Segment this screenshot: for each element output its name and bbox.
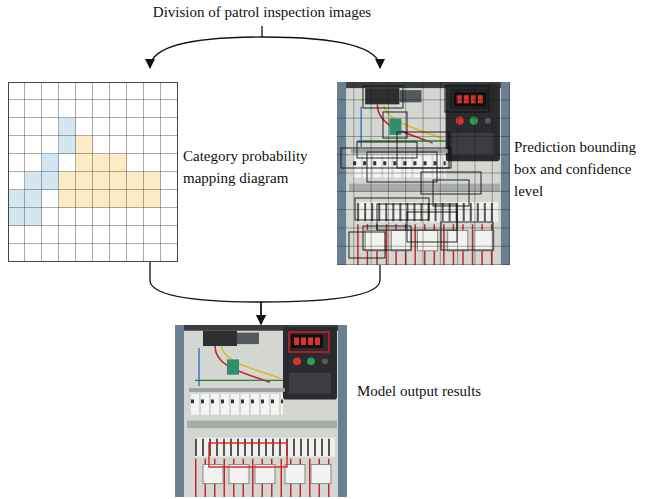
heading-label: Division of patrol inspection images xyxy=(112,3,412,23)
prediction-photo xyxy=(337,82,510,265)
detection-boxes xyxy=(209,332,329,467)
panel-caption: Category probability mapping diagram xyxy=(183,146,337,190)
panel-caption: Model output results xyxy=(357,381,507,403)
merge-connector xyxy=(150,262,261,324)
output-photo xyxy=(175,325,347,497)
merge-connector xyxy=(261,265,380,324)
image-panel: Model output results xyxy=(175,325,347,497)
probability-grid xyxy=(8,82,178,262)
bounding-boxes xyxy=(341,86,493,258)
panel-caption: Prediction bounding box and confidence l… xyxy=(514,137,661,202)
image-panel: Category probability mapping diagram xyxy=(8,82,178,262)
image-panel: Prediction bounding box and confidence l… xyxy=(337,82,510,265)
